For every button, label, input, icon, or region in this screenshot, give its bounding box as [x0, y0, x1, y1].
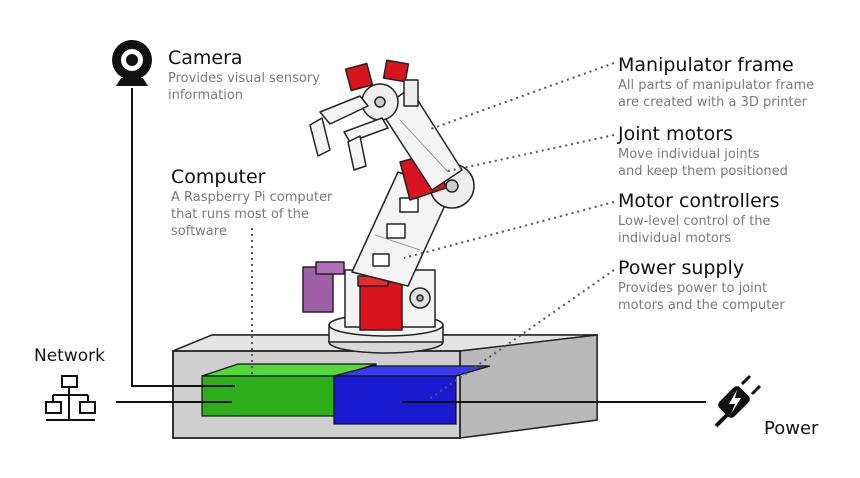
computer-title: Computer: [171, 166, 266, 188]
leader-controllers: [403, 201, 615, 259]
webcam-icon: [112, 40, 152, 86]
camera-title: Camera: [168, 47, 243, 69]
computer-label: Computer A Raspberry Pi computer that ru…: [171, 166, 332, 240]
leader-frame: [427, 62, 615, 131]
frame-desc: All parts of manipulator frame are creat…: [618, 78, 815, 110]
manipulator-arm: [302, 59, 475, 354]
network-label: Network: [34, 346, 105, 366]
joints-desc: Move individual joints and keep them pos…: [618, 147, 788, 179]
controllers-label: Motor controllers Low-level control of t…: [618, 190, 779, 247]
power-label: Power: [764, 418, 819, 439]
leader-power-supply: [427, 269, 615, 401]
camera-label: Camera Provides visual sensory informati…: [168, 47, 320, 104]
network-icon: [45, 375, 96, 421]
motor-controllers-block: [333, 365, 491, 425]
controllers-desc: Low-level control of the individual moto…: [618, 214, 771, 246]
power-supply-title: Power supply: [618, 257, 745, 279]
computer-desc: A Raspberry Pi computer that runs most o…: [171, 190, 333, 239]
camera-cable: [131, 88, 235, 387]
power-supply-label: Power supply Provides power to joint mot…: [618, 257, 785, 314]
controllers-title: Motor controllers: [618, 190, 780, 212]
power-supply-desc: Provides power to joint motors and the c…: [618, 281, 785, 313]
frame-title: Manipulator frame: [618, 54, 794, 76]
joints-label: Joint motors Move individual joints and …: [618, 123, 788, 180]
frame-label: Manipulator frame All parts of manipulat…: [618, 54, 814, 111]
power-plug-icon: [714, 374, 762, 428]
leader-joints: [443, 134, 615, 173]
camera-desc: Provides visual sensory information: [168, 71, 320, 103]
joints-title: Joint motors: [618, 123, 733, 145]
